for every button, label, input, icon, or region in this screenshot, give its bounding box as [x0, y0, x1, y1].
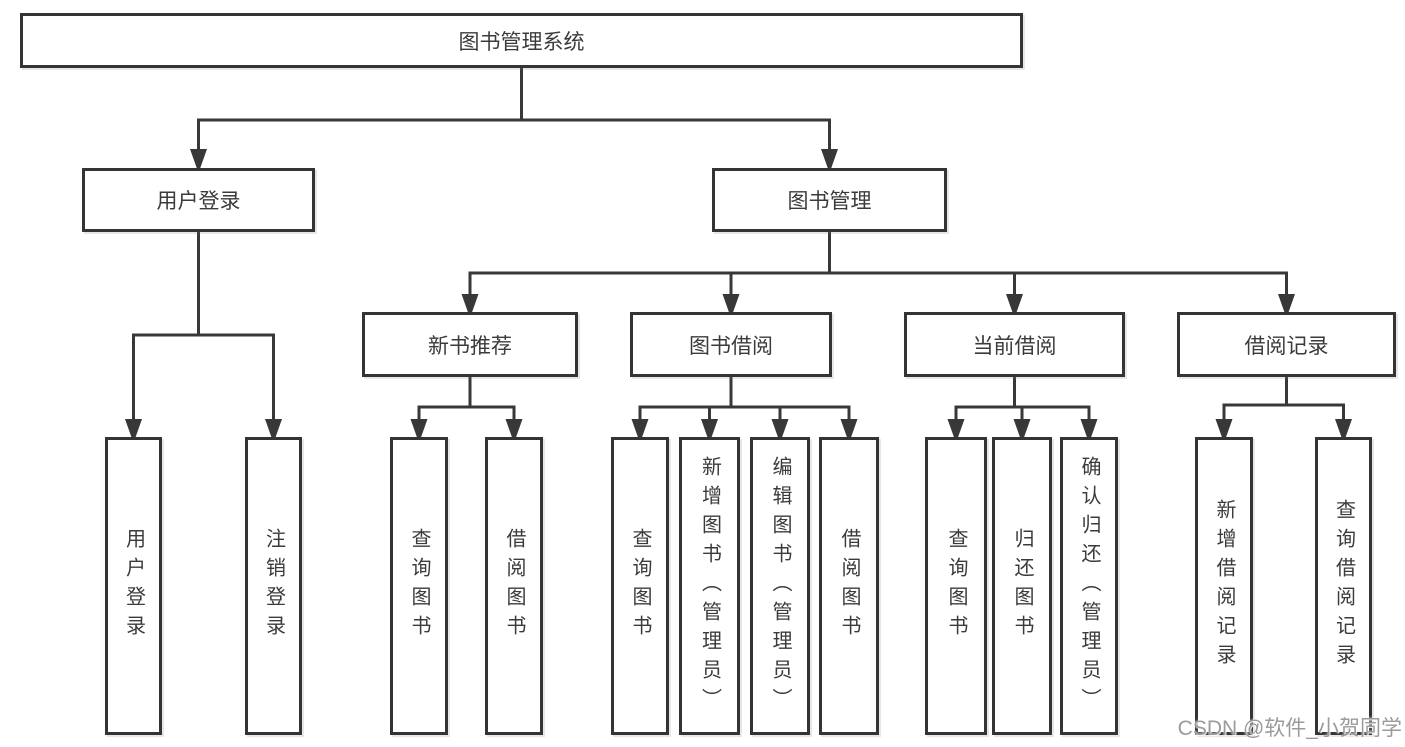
node-label: 用户登录	[156, 190, 241, 213]
node-label: 图书借阅	[689, 334, 773, 358]
node-label: 借阅记录	[1244, 334, 1329, 358]
node-user-login: 用户登录	[82, 168, 315, 232]
leaf-query-books-recommend: 查询图书	[390, 437, 448, 735]
leaf-label: 查询图书	[408, 528, 430, 644]
leaf-user-login: 用户登录	[105, 437, 162, 735]
csdn-watermark: CSDN @软件_小贺同学	[1177, 717, 1402, 740]
node-new-book-recommend: 新书推荐	[362, 312, 578, 377]
leaf-edit-books-admin: 编辑图书（管理员）	[750, 437, 810, 735]
leaf-label: 归还图书	[1011, 528, 1033, 644]
node-book-borrow: 图书借阅	[630, 312, 832, 377]
leaf-borrow-books: 借阅图书	[819, 437, 879, 735]
leaf-label: 新增图书（管理员）	[698, 455, 721, 717]
leaf-add-borrow-record: 新增借阅记录	[1195, 437, 1253, 735]
leaf-label: 查询图书	[945, 528, 967, 644]
leaf-logout: 注销登录	[245, 437, 302, 735]
leaf-confirm-return-admin: 确认归还（管理员）	[1060, 437, 1118, 735]
leaf-query-books-borrow: 查询图书	[611, 437, 669, 735]
leaf-borrow-books-recommend: 借阅图书	[485, 437, 543, 735]
leaf-label: 注销登录	[262, 528, 285, 644]
leaf-return-books: 归还图书	[992, 437, 1052, 735]
leaf-label: 新增借阅记录	[1213, 499, 1235, 673]
leaf-label: 借阅图书	[503, 528, 525, 644]
leaf-label: 借阅图书	[838, 528, 860, 644]
node-label: 当前借阅	[972, 334, 1057, 358]
leaf-add-books-admin: 新增图书（管理员）	[679, 437, 740, 735]
node-book-management: 图书管理	[712, 168, 947, 232]
leaf-label: 确认归还（管理员）	[1078, 455, 1100, 717]
node-current-borrow: 当前借阅	[904, 312, 1125, 377]
leaf-label: 查询借阅记录	[1332, 499, 1355, 673]
node-library-management-system: 图书管理系统	[20, 13, 1023, 68]
node-label: 图书管理系统	[458, 30, 585, 54]
leaf-label: 用户登录	[122, 528, 145, 644]
leaf-label: 编辑图书（管理员）	[769, 455, 791, 717]
node-label: 图书管理	[787, 190, 872, 213]
leaf-label: 查询图书	[629, 528, 651, 644]
node-borrow-records: 借阅记录	[1177, 312, 1396, 377]
node-label: 新书推荐	[428, 334, 512, 358]
leaf-query-borrow-record: 查询借阅记录	[1315, 437, 1372, 735]
leaf-query-books-current: 查询图书	[925, 437, 987, 735]
